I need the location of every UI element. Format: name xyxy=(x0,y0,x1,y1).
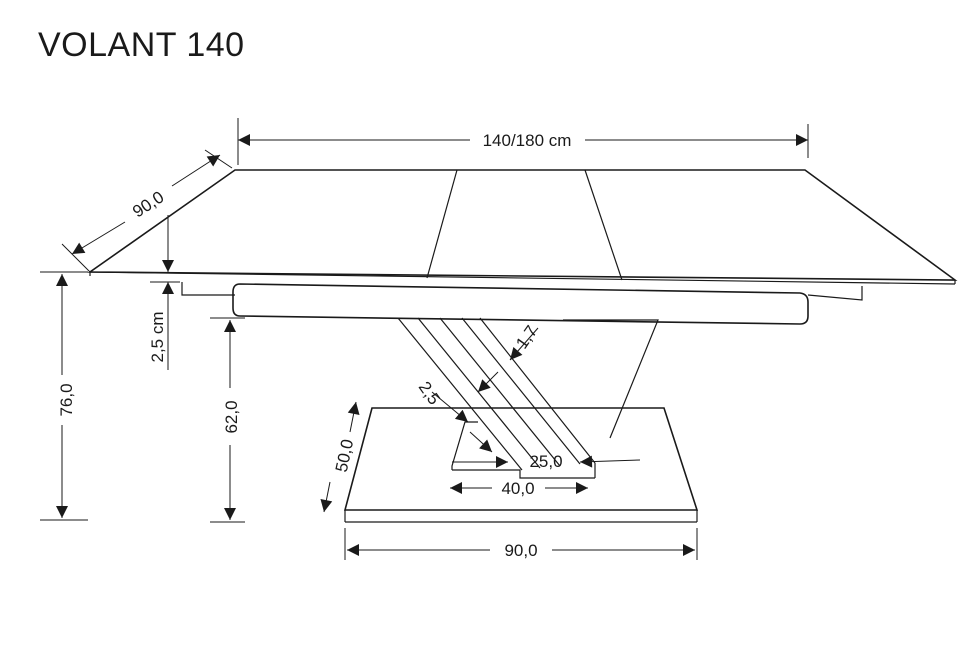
dim-width-extended-label: 140/180 cm xyxy=(483,131,572,150)
dim-depth-label: 90,0 xyxy=(129,187,167,221)
dim-leg-bottom-inner: 25,0 xyxy=(452,452,641,471)
dim-total-height: 76,0 xyxy=(40,271,88,521)
dim-width-extended: 140/180 cm xyxy=(237,118,809,165)
dim-base-width-label: 90,0 xyxy=(504,541,537,560)
dim-plate-thickness-1: 1,7 xyxy=(477,322,541,393)
dim-leg-bottom-outer-label: 40,0 xyxy=(501,479,534,498)
dim-leg-bottom-outer: 40,0 xyxy=(450,479,588,498)
dim-base-width: 90,0 xyxy=(344,528,698,560)
dim-leg-height-label: 62,0 xyxy=(222,400,241,433)
dim-leg-height: 62,0 xyxy=(210,317,245,523)
table-top xyxy=(87,169,958,285)
table-frame xyxy=(181,282,863,325)
pedestal-leg xyxy=(397,317,659,479)
dim-plate-thickness-1-label: 1,7 xyxy=(512,322,541,352)
dim-plate-thickness-2-label: 2,5 xyxy=(415,378,444,408)
dim-top-thickness: 2,5 cm xyxy=(148,215,180,370)
dim-top-thickness-label: 2,5 cm xyxy=(148,311,167,362)
dim-total-height-label: 76,0 xyxy=(57,383,76,416)
page-title: VOLANT 140 xyxy=(38,26,245,64)
dim-base-depth-label: 50,0 xyxy=(332,438,357,474)
dim-depth: 90,0 xyxy=(61,149,233,273)
base-plate xyxy=(343,407,699,523)
dim-base-depth: 50,0 xyxy=(320,401,360,513)
dim-leg-bottom-inner-label: 25,0 xyxy=(529,452,562,471)
